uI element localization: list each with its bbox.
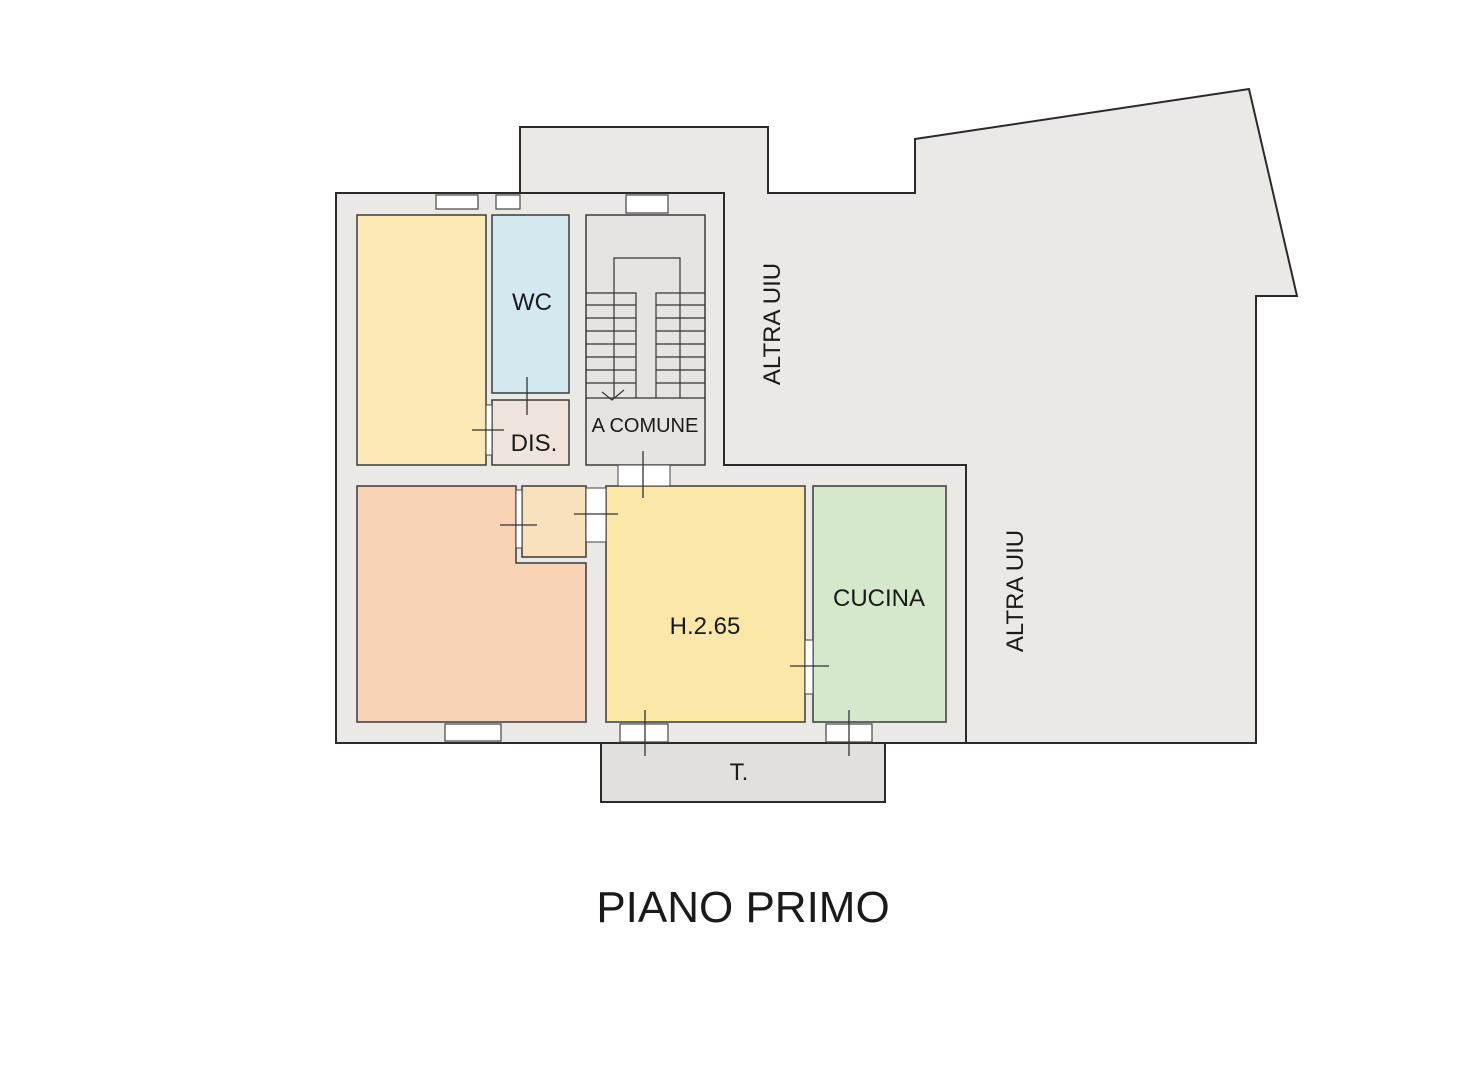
label-neighbor-north: ALTRA UIU	[759, 263, 786, 385]
staircase	[586, 257, 705, 401]
window	[495, 194, 521, 210]
room-living	[605, 485, 806, 723]
window	[619, 723, 669, 743]
room-closet	[521, 485, 587, 558]
room-bedroom-north	[356, 214, 487, 466]
door-gap	[617, 464, 671, 487]
plan-title: PIANO PRIMO	[596, 883, 889, 932]
door-gap	[804, 639, 814, 695]
door-gap	[515, 489, 523, 549]
door-gap	[585, 487, 607, 543]
window	[435, 194, 479, 210]
window	[444, 723, 502, 742]
room-wc	[491, 214, 570, 394]
room-bedroom-south	[356, 485, 587, 723]
label-neighbor-east: ALTRA UIU	[1002, 530, 1029, 652]
label-living: H.2.65	[670, 613, 741, 640]
stair-common-area	[585, 214, 706, 466]
door-ticks	[472, 377, 850, 756]
label-stair-common: A COMUNE	[592, 415, 699, 437]
window	[625, 194, 669, 214]
room-kitchen	[812, 485, 947, 723]
label-dis: DIS.	[511, 430, 558, 457]
room-dis	[491, 399, 570, 466]
label-kitchen: CUCINA	[833, 585, 925, 612]
label-wc: WC	[512, 289, 552, 316]
terrace	[600, 742, 886, 803]
label-terrace: T.	[730, 759, 749, 786]
